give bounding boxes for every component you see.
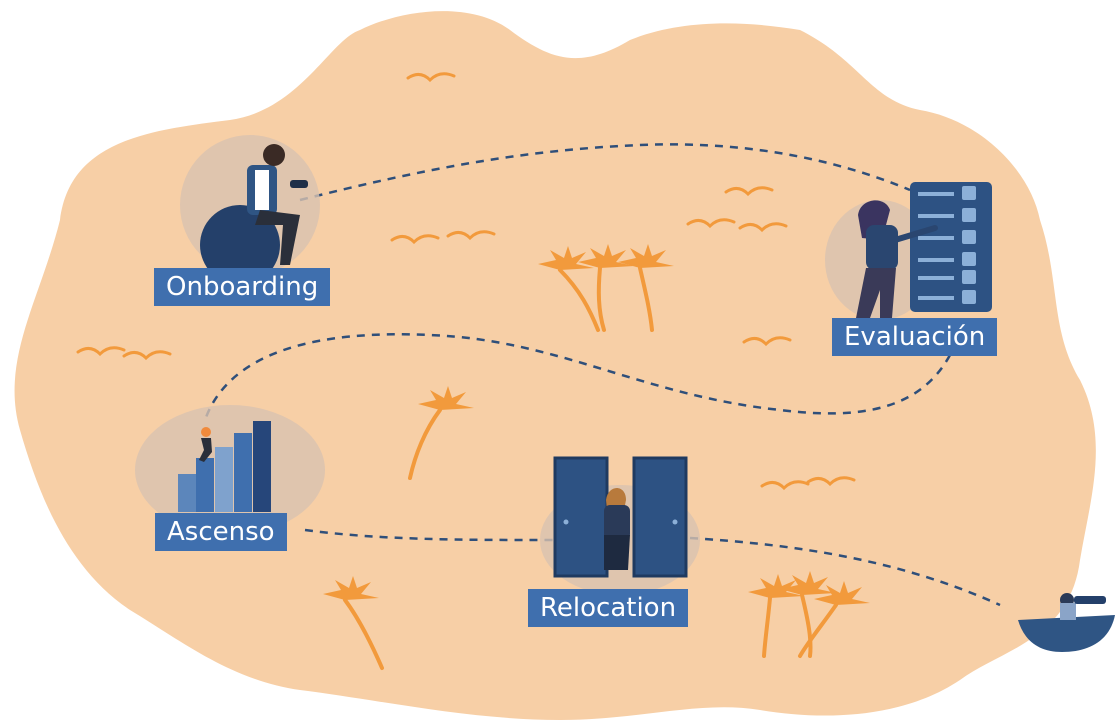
stage-label-evaluacion: Evaluación bbox=[832, 318, 998, 356]
onboarding-figure bbox=[200, 144, 308, 285]
stage-label-onboarding: Onboarding bbox=[154, 268, 331, 306]
checklist-board-icon bbox=[910, 182, 992, 312]
journey-path bbox=[304, 528, 1001, 607]
journey-path bbox=[299, 143, 911, 202]
stage-label-relocation: Relocation bbox=[528, 589, 689, 627]
bar-chart-icon bbox=[178, 421, 271, 512]
seagull-icon bbox=[76, 72, 856, 491]
relocation-figure bbox=[604, 488, 630, 570]
stage-label-ascenso: Ascenso bbox=[155, 513, 287, 551]
door-icon bbox=[553, 456, 688, 578]
evaluacion-figure bbox=[856, 200, 938, 318]
journey-path bbox=[203, 333, 952, 421]
palm-tree-icon bbox=[343, 266, 838, 670]
boat-icon bbox=[1018, 593, 1115, 652]
palm-tree-icon bbox=[323, 244, 870, 605]
